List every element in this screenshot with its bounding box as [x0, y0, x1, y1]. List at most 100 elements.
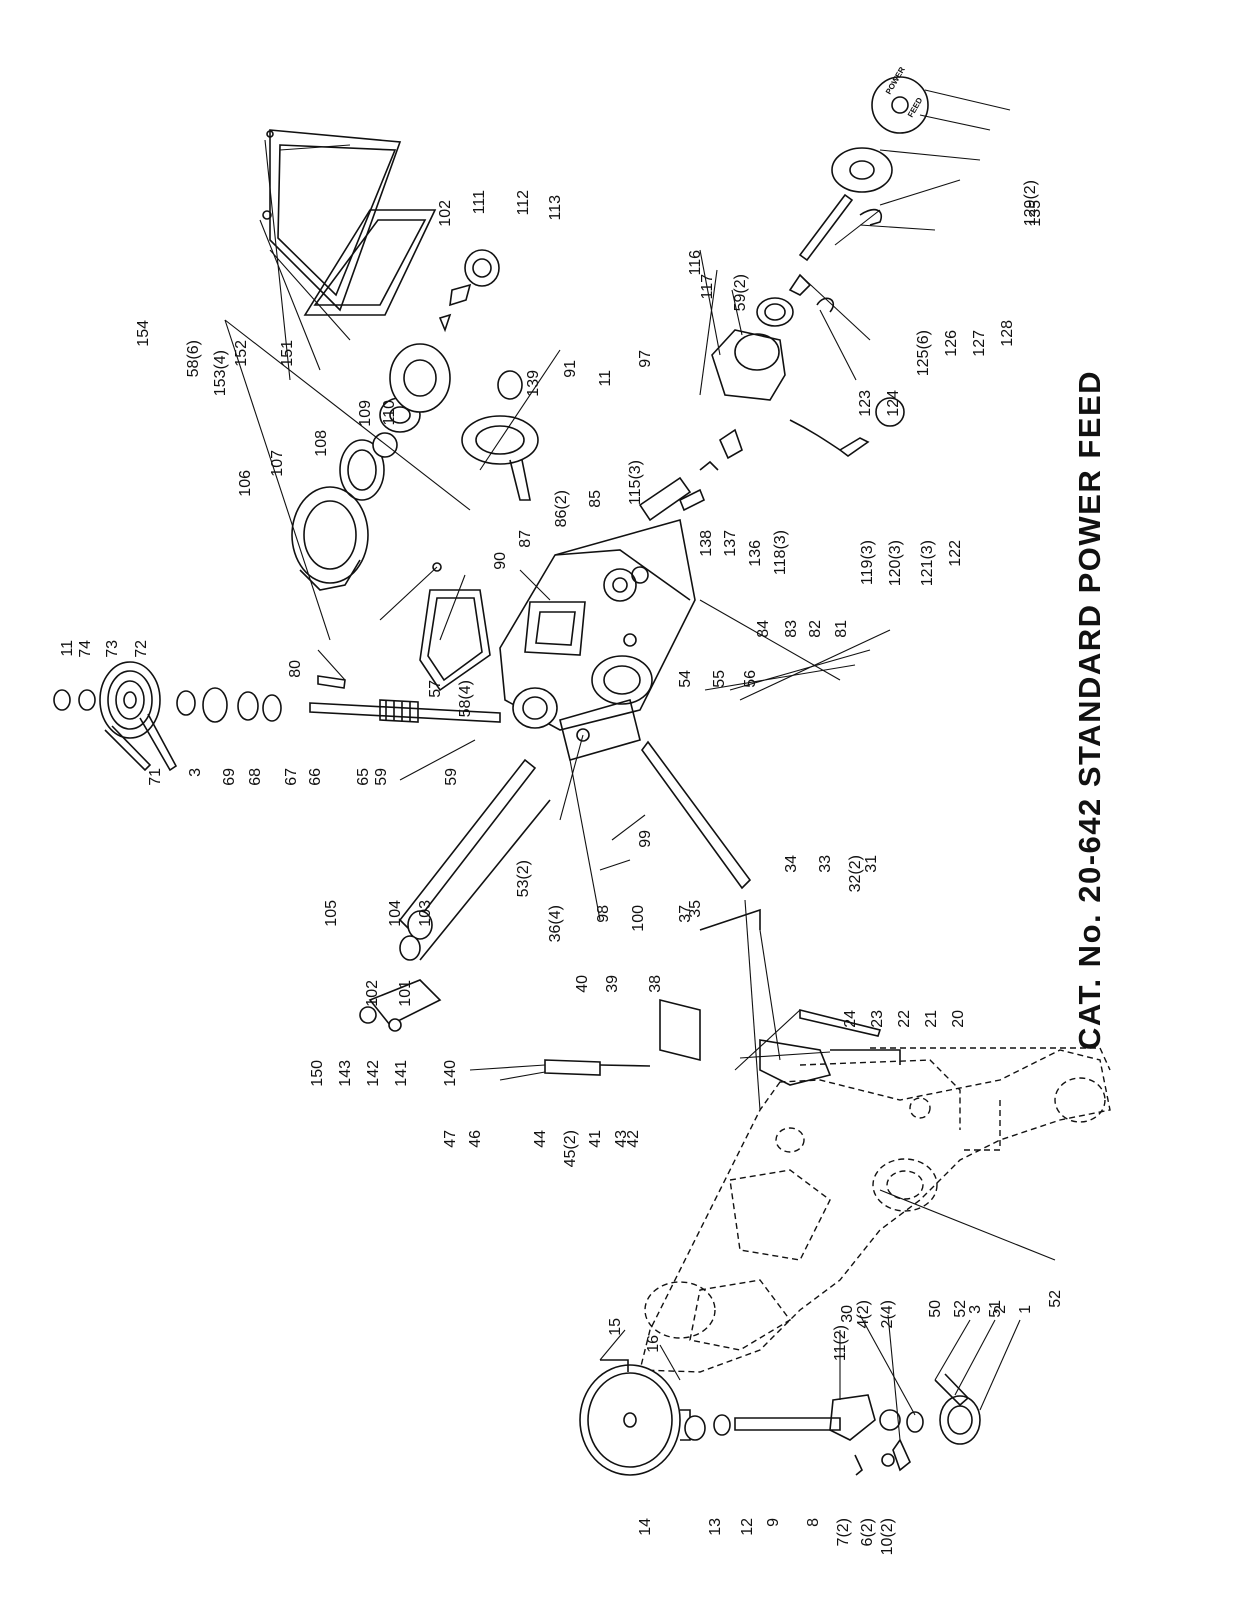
part-label: 85: [587, 490, 604, 508]
part-label: 53(2): [515, 860, 532, 897]
part-label: 44: [532, 1130, 549, 1148]
part-label: 83: [783, 620, 800, 638]
part-label: 90: [492, 552, 509, 570]
part-label: 30: [839, 1305, 856, 1323]
part-label: 55: [711, 670, 728, 688]
part-label: 23: [869, 1010, 886, 1028]
part-label: 107: [269, 450, 286, 477]
part-label: 100: [630, 905, 647, 932]
part-label: 8: [805, 1518, 822, 1527]
part-label: 14: [637, 1518, 654, 1536]
part-label: 50: [927, 1300, 944, 1318]
part-label: 47: [442, 1130, 459, 1148]
part-label: 22: [896, 1010, 913, 1028]
part-label: 109: [357, 400, 374, 427]
part-label: 10(2): [879, 1518, 896, 1555]
part-label: 116: [687, 250, 704, 276]
part-label: 11(2): [832, 1325, 849, 1361]
part-label: 57: [427, 680, 444, 698]
part-label: 68: [247, 768, 264, 786]
part-label: 72: [133, 640, 150, 658]
part-label: 52: [952, 1300, 969, 1318]
part-label: 118(3): [772, 530, 789, 575]
part-label: 104: [387, 900, 404, 927]
part-label: 4(2): [855, 1300, 872, 1328]
part-label: 59: [443, 768, 460, 786]
gear-housing: [499, 518, 696, 761]
part-label: 20: [950, 1010, 967, 1028]
part-label: 129(2): [1022, 180, 1039, 226]
part-label: 38: [647, 975, 664, 993]
part-label: 137: [722, 530, 739, 557]
title-block: CAT. No. 20-642 STANDARD POWER FEED: [1060, 370, 1120, 1050]
part-label: 108: [313, 430, 330, 457]
feed-selector-assembly: [638, 76, 929, 522]
part-label: 59: [373, 768, 390, 786]
part-label: 81: [833, 620, 850, 638]
part-label: 32(2): [847, 855, 864, 892]
part-label: 46: [467, 1130, 484, 1148]
part-label: 153(4): [212, 350, 229, 396]
part-label: 56: [742, 670, 759, 688]
part-label: 106: [237, 470, 254, 497]
part-label: 105: [323, 900, 340, 927]
part-label: 7(2): [835, 1518, 852, 1546]
part-label: 124: [885, 390, 902, 417]
part-label: 101: [397, 980, 414, 1007]
part-label: 74: [77, 640, 94, 658]
part-label: 87: [517, 530, 534, 548]
part-label: 73: [104, 640, 121, 658]
part-label: 11: [597, 370, 614, 387]
part-label: 36(4): [547, 905, 564, 942]
part-label: 113: [547, 195, 564, 221]
part-label: 143: [337, 1060, 354, 1087]
part-label: 16: [645, 1335, 662, 1353]
part-label: 117: [699, 274, 716, 300]
part-label: 39: [604, 975, 621, 993]
part-label: 84: [755, 620, 772, 638]
part-label: 140: [442, 1060, 459, 1087]
part-label: 126: [943, 330, 960, 357]
part-label: 99: [637, 830, 654, 848]
pulley-drive-assembly: [579, 1359, 981, 1476]
part-label: 52: [1047, 1290, 1064, 1308]
part-label: 24: [842, 1010, 859, 1028]
part-label: 138: [698, 530, 715, 557]
part-label: 97: [637, 350, 654, 368]
part-label: 43: [613, 1130, 630, 1148]
part-label: 98: [595, 905, 612, 923]
part-label: 21: [923, 1010, 940, 1028]
machine-base-outline: [639, 1047, 1111, 1373]
part-label: 1: [1017, 1305, 1034, 1314]
part-label: 120(3): [887, 540, 904, 586]
shafts: [359, 740, 901, 1086]
part-label: 154: [135, 320, 152, 347]
part-label: 69: [221, 768, 238, 786]
part-label: 66: [307, 768, 324, 786]
part-label: 34: [783, 855, 800, 873]
part-label: 6(2): [859, 1518, 876, 1546]
part-label: 2: [992, 1305, 1009, 1314]
part-label: 150: [309, 1060, 326, 1087]
part-label: 119(3): [859, 540, 876, 585]
part-label: 54: [677, 670, 694, 688]
part-label: 37: [677, 905, 694, 923]
part-label: 45(2): [562, 1130, 579, 1167]
part-label: 51: [987, 1300, 1004, 1318]
part-label: 110: [381, 400, 398, 426]
part-label: 112: [515, 190, 532, 216]
part-label: 91: [562, 360, 579, 378]
part-label: 86(2): [553, 490, 570, 527]
part-label: 40: [574, 975, 591, 993]
part-label: 80: [287, 660, 304, 678]
part-label: 142: [365, 1060, 382, 1087]
part-label: 58(4): [457, 680, 474, 717]
part-label: 141: [393, 1060, 410, 1087]
part-label: 35: [687, 900, 704, 918]
leader-lines: [224, 89, 1056, 1441]
part-label: 128: [999, 320, 1016, 347]
part-label: 33: [817, 855, 834, 873]
part-label: 115(3): [627, 460, 644, 505]
part-label: 103: [417, 900, 434, 927]
